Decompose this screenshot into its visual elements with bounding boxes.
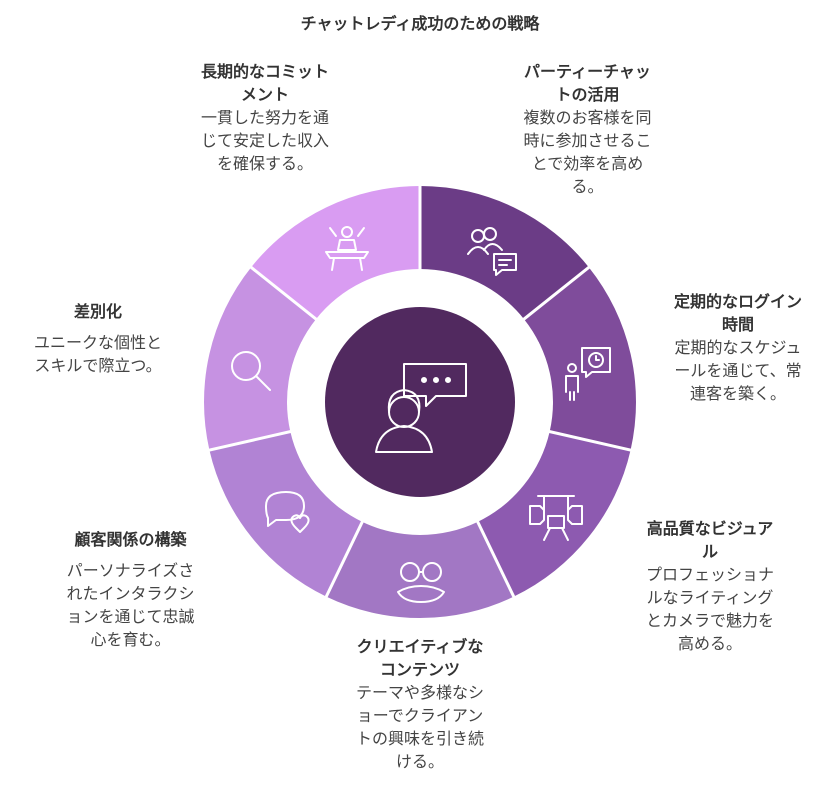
body-long-term-3: を確保する。 bbox=[216, 154, 313, 173]
heading-party-2: トの活用 bbox=[555, 85, 620, 104]
chat-person-icon bbox=[375, 363, 467, 453]
segment-divider bbox=[208, 425, 311, 452]
segment-relationship bbox=[209, 431, 363, 597]
heading-visual-1: 高品質なビジュア bbox=[646, 519, 774, 538]
body-login-3: 連客を築く。 bbox=[689, 384, 786, 403]
chat-heart-icon bbox=[265, 491, 310, 533]
ring-notch bbox=[387, 514, 453, 532]
body-party-3: とで効率を高め bbox=[531, 154, 644, 173]
celebration-icon bbox=[325, 226, 369, 271]
diagram-title: チャットレディ成功のための戦略 bbox=[300, 14, 540, 33]
heading-content-2: コンテンツ bbox=[379, 660, 460, 679]
body-party-2: 時に参加させるこ bbox=[523, 131, 652, 150]
photo-studio-icon bbox=[529, 495, 583, 541]
heading-relationship: 顧客関係の構築 bbox=[74, 530, 187, 549]
ring-notch bbox=[447, 271, 505, 310]
body-login-1: 定期的なスケジュ bbox=[674, 338, 802, 357]
body-visual-3: とカメラで魅力を bbox=[645, 611, 774, 630]
block-content: クリエイティブな コンテンツ テーマや多様なシ ョーでクライアン トの興味を引き… bbox=[330, 635, 510, 773]
body-content-4: ける。 bbox=[395, 752, 444, 771]
ring-notch bbox=[287, 341, 315, 405]
body-party-1: 複数のお客様を同 bbox=[523, 108, 652, 127]
person-clock-icon bbox=[565, 347, 611, 401]
body-relationship-4: 心を育む。 bbox=[90, 630, 171, 649]
body-relationship-1: パーソナライズさ bbox=[66, 561, 195, 580]
segment-divider bbox=[249, 265, 333, 333]
body-relationship-3: ョンを通じて忠誠 bbox=[66, 607, 195, 626]
block-login: 定期的なログイン 時間 定期的なスケジュ ールを通じて、常 連客を築く。 bbox=[648, 290, 828, 405]
block-visual: 高品質なビジュア ル プロフェッショナ ルなライティング とカメラで魅力を 高め… bbox=[620, 517, 800, 655]
heading-login-2: 時間 bbox=[721, 315, 754, 334]
block-differentiation: 差別化 ユニークな個性と スキルで際立つ。 bbox=[8, 300, 188, 377]
ring-notch bbox=[525, 341, 553, 405]
segment-divider bbox=[507, 265, 591, 333]
disguise-glasses-icon bbox=[397, 562, 445, 603]
body-visual-1: プロフェッショナ bbox=[645, 565, 774, 584]
body-party-4: る。 bbox=[571, 177, 604, 196]
body-login-2: ールを通じて、常 bbox=[674, 361, 802, 380]
segment-divider bbox=[324, 503, 373, 599]
body-relationship-2: れたインタラクシ bbox=[66, 584, 195, 603]
body-visual-2: ルなライティング bbox=[646, 588, 774, 607]
ring-notch bbox=[299, 455, 346, 508]
heading-long-term-2: メント bbox=[240, 85, 289, 104]
magnifier-icon bbox=[231, 351, 271, 391]
group-chat-icon bbox=[467, 227, 517, 276]
body-long-term-2: じて安定した収入 bbox=[200, 131, 329, 150]
body-content-1: テーマや多様なシ bbox=[355, 683, 484, 702]
body-content-2: ョーでクライアン bbox=[356, 706, 484, 725]
body-content-3: トの興味を引き続 bbox=[355, 729, 484, 748]
segment-login bbox=[523, 267, 636, 451]
heading-login-1: 定期的なログイン bbox=[673, 292, 802, 311]
ring-notch bbox=[494, 455, 541, 508]
segment-visual bbox=[477, 431, 631, 597]
segment-content bbox=[326, 521, 514, 618]
segment-party bbox=[420, 186, 589, 320]
block-relationship: 顧客関係の構築 パーソナライズさ れたインタラクシ ョンを通じて忠誠 心を育む。 bbox=[38, 528, 223, 651]
block-long-term: 長期的なコミット メント 一貫した努力を通 じて安定した収入 を確保する。 bbox=[165, 60, 365, 175]
heading-differentiation: 差別化 bbox=[73, 302, 122, 321]
body-visual-4: 高める。 bbox=[677, 634, 742, 653]
segment-divider bbox=[529, 425, 632, 452]
heading-long-term-1: 長期的なコミット bbox=[200, 62, 329, 81]
segment-divider bbox=[467, 503, 516, 599]
body-long-term-1: 一貫した努力を通 bbox=[200, 108, 329, 127]
heading-content-1: クリエイティブな bbox=[356, 637, 484, 656]
body-differentiation-2: スキルで際立つ。 bbox=[34, 356, 162, 375]
block-party: パーティーチャッ トの活用 複数のお客様を同 時に参加させるこ とで効率を高め … bbox=[500, 60, 675, 198]
ring-notch bbox=[335, 271, 393, 310]
body-differentiation-1: ユニークな個性と bbox=[33, 333, 162, 352]
heading-visual-2: ル bbox=[701, 542, 718, 561]
segment-differentiation bbox=[204, 267, 317, 451]
heading-party-1: パーティーチャッ bbox=[524, 62, 651, 81]
